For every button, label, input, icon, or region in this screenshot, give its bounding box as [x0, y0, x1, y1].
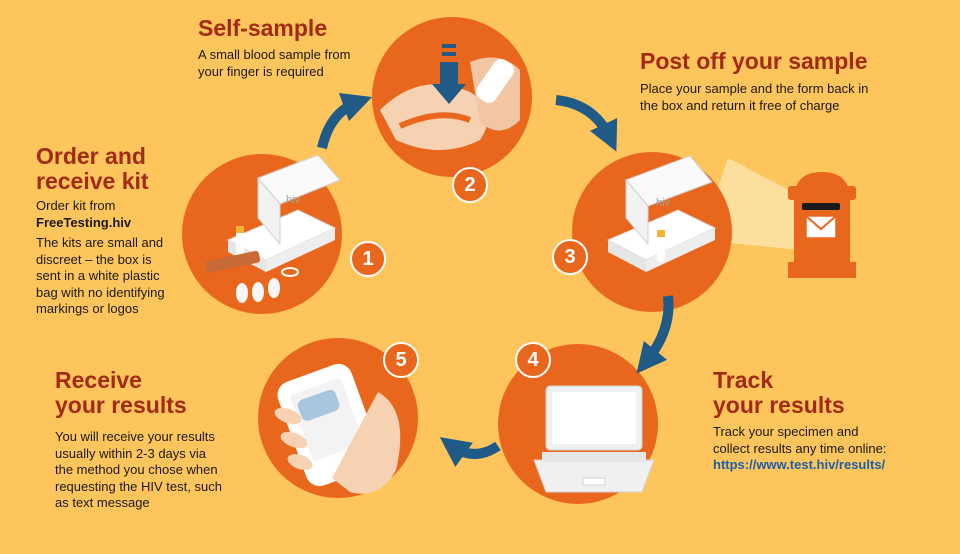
step-1-desc-line: The kits are small and — [36, 235, 164, 250]
lancet-and-tube-icon — [204, 226, 299, 303]
results-url-link[interactable]: https://www.test.hiv/results/ — [713, 457, 886, 472]
step-5-title-line: your results — [55, 392, 187, 418]
step-4-title: Track your results — [713, 368, 845, 418]
kit-brand-text: hiv — [286, 194, 301, 206]
step-4-number-badge: 4 — [515, 342, 551, 378]
step-5-desc-line: the method you chose when — [55, 462, 218, 477]
phone-in-hand-icon — [274, 363, 401, 494]
step-5-desc-line: You will receive your results — [55, 429, 215, 444]
step-1-title-line: receive kit — [36, 168, 149, 194]
step-2-desc-line: your finger is required — [198, 63, 324, 79]
step-2-title: Self-sample — [198, 15, 328, 41]
step-1-order-line: Order kit from — [36, 198, 116, 213]
step-1-desc-line: bag with no identifying — [36, 284, 165, 300]
step-2-description: A small blood sample from your finger is… — [198, 47, 350, 80]
step-3-title: Post off your sample — [640, 48, 868, 74]
step-5-desc-line: requesting the HIV test, such — [55, 478, 222, 494]
sealed-kit-box-icon: hiv — [606, 155, 717, 272]
step-3-circle: hiv — [572, 152, 800, 312]
step-3-number-badge: 3 — [552, 239, 588, 275]
step-1-desc-line: sent in a white plastic — [36, 268, 160, 283]
step-1-circle: hiv — [182, 154, 342, 314]
step-4-title-line: your results — [713, 392, 845, 418]
arrow-1-to-2 — [317, 92, 373, 150]
step-4-title-line: Track — [713, 367, 774, 393]
step-3-desc-line: Place your sample and the form back in — [640, 81, 869, 96]
step-5-number-badge: 5 — [383, 342, 419, 378]
step-1-site-text: FreeTesting.hiv — [36, 214, 132, 230]
step-1-number-badge: 1 — [350, 241, 386, 277]
step-3-desc-line: the box and return it free of charge — [640, 97, 840, 113]
arrow-2-to-3 — [555, 95, 618, 152]
step-2-desc-line: A small blood sample from — [198, 47, 351, 62]
step-1-desc-line: markings or logos — [36, 301, 139, 316]
laptop-icon — [533, 385, 655, 493]
step-5-circle — [258, 338, 418, 498]
step-5-description: You will receive your results usually wi… — [55, 429, 222, 512]
step-1-title-line: Order and — [36, 143, 146, 169]
step-4-desc-line: collect results any time online: — [713, 440, 887, 456]
step-2-number-badge: 2 — [452, 167, 488, 203]
step-4-desc-line: Track your specimen and — [713, 424, 859, 439]
step-5-desc-line: usually within 2-3 days via — [55, 445, 207, 461]
postbox-icon — [788, 172, 856, 278]
arrow-4-to-5 — [439, 437, 501, 467]
step-4-description: Track your specimen and collect results … — [713, 424, 886, 474]
step-1-desc-line: discreet – the box is — [36, 251, 152, 267]
step-4-circle — [498, 344, 658, 504]
step-2-circle — [372, 17, 532, 177]
step-5-title: Receive your results — [55, 368, 187, 418]
kit-brand-text-2: hiv — [656, 197, 671, 209]
finger-prick-icon — [380, 44, 520, 150]
step-5-desc-line: as text message — [55, 495, 150, 510]
arrow-3-to-4 — [636, 295, 674, 374]
step-1-title: Order and receive kit — [36, 144, 149, 194]
step-1-description: Order kit from FreeTesting.hiv The kits … — [36, 198, 186, 318]
step-1-site-name: FreeTesting.hiv — [36, 215, 186, 232]
step-3-description: Place your sample and the form back in t… — [640, 81, 868, 114]
step-5-title-line: Receive — [55, 367, 142, 393]
